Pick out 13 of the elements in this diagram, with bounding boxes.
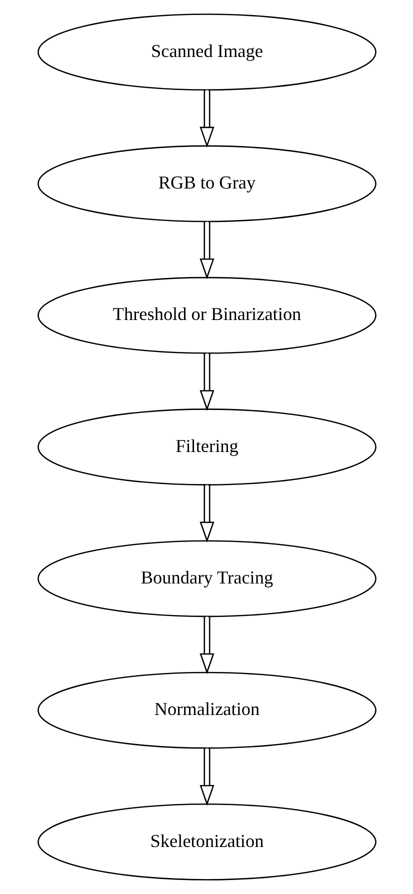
- arrow: [199, 484, 214, 543]
- node-ellipse: Threshold or Binarization: [37, 276, 376, 354]
- node-ellipse: Filtering: [37, 408, 376, 486]
- node-ellipse: Boundary Tracing: [37, 540, 376, 618]
- node-ellipse: Skeletonization: [37, 803, 376, 880]
- node-ellipse: Normalization: [37, 672, 376, 749]
- arrow: [199, 353, 214, 411]
- arrow: [199, 222, 214, 280]
- arrow: [199, 90, 214, 148]
- node-ellipse: RGB to Gray: [37, 145, 376, 222]
- arrow: [199, 748, 214, 806]
- arrow: [199, 616, 214, 674]
- node-ellipse: Scanned Image: [37, 14, 376, 91]
